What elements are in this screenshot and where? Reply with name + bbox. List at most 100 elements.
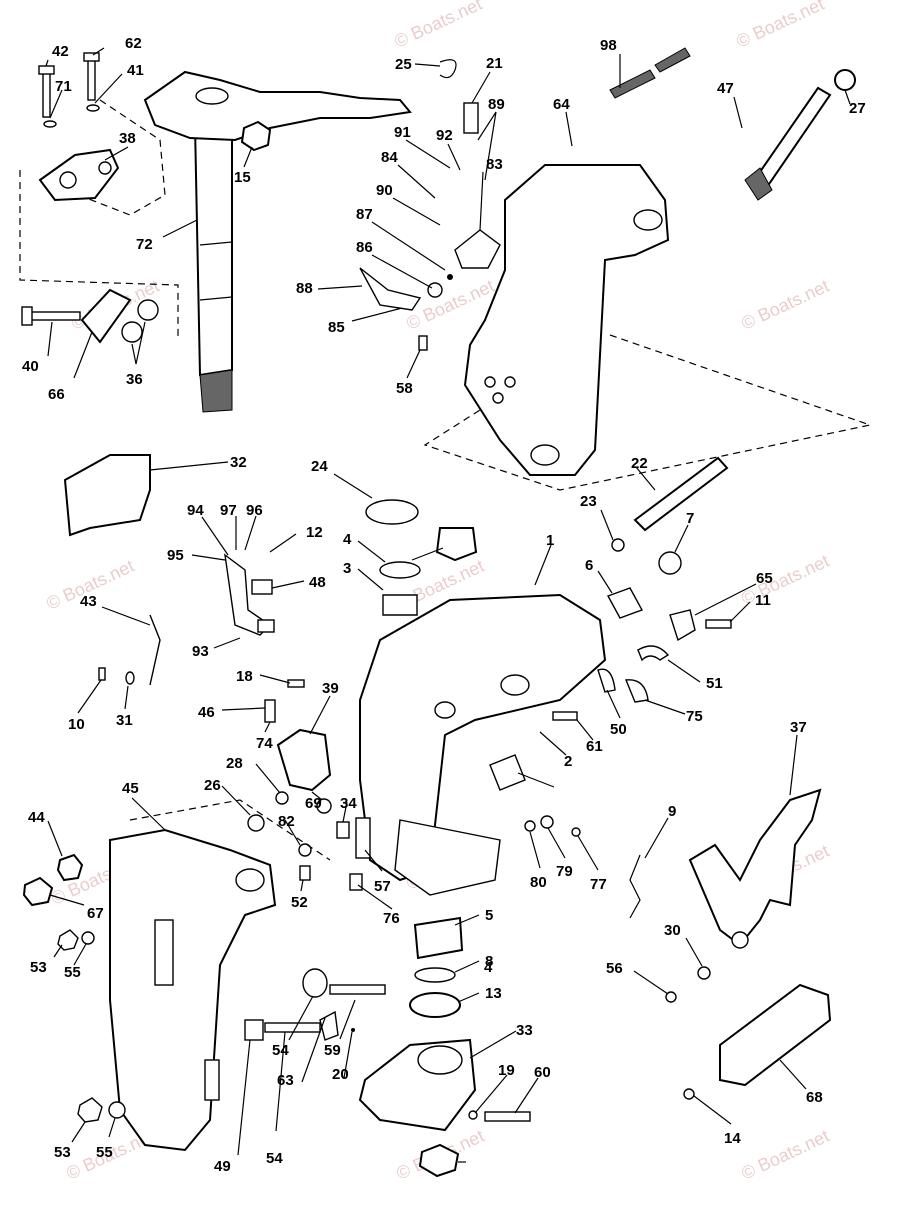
pad-part-54 <box>302 968 328 998</box>
nut-part-15 <box>240 120 272 152</box>
steering-arm-assembly <box>19 52 412 413</box>
plug-part-26 <box>247 814 265 832</box>
stern-bracket-assembly <box>63 454 732 896</box>
callout-label: 69 <box>305 795 322 812</box>
callout-label: 39 <box>322 680 339 697</box>
watermark: © Boats.net <box>738 276 832 334</box>
stern-bracket-part-1 <box>359 593 607 882</box>
callout-label: 93 <box>192 643 209 660</box>
callout-label: 55 <box>64 964 81 981</box>
callout-label: 44 <box>28 809 45 826</box>
washer-part-55b <box>108 1101 126 1119</box>
callout-label: 27 <box>849 100 866 117</box>
screw-part-61 <box>552 711 578 721</box>
callout-label: 3 <box>343 560 351 577</box>
pad-part-33 <box>719 983 832 1087</box>
switch-part-21 <box>463 102 479 134</box>
watermark: © Boats.net <box>738 1126 832 1184</box>
callout-label: 6 <box>585 557 593 574</box>
screw-part-77 <box>571 827 581 837</box>
callout-label: 75 <box>686 708 703 725</box>
callout-label: 72 <box>136 236 153 253</box>
callout-label: 45 <box>122 780 139 797</box>
pin-part-76 <box>349 873 363 891</box>
callout-label: 96 <box>246 502 263 519</box>
callout-label: 90 <box>376 182 393 199</box>
callout-label: 71 <box>55 78 72 95</box>
callout-label: 9 <box>668 803 676 820</box>
plate-part-66 <box>80 288 132 344</box>
callout-label: 20 <box>332 1066 349 1083</box>
callout-label: 40 <box>22 358 39 375</box>
callout-label: 11 <box>755 592 771 609</box>
callout-label: 89 <box>488 96 505 113</box>
callout-label: 61 <box>586 738 603 755</box>
clamp-block-part-38 <box>38 148 120 202</box>
screw-part-56 <box>665 991 677 1003</box>
callout-label: 95 <box>167 547 184 564</box>
pin-part-74 <box>264 699 276 723</box>
callout-label: 83 <box>486 156 503 173</box>
nut-part-44 <box>56 853 84 882</box>
callout-label: 4 <box>343 531 352 548</box>
spring-part-9 <box>629 854 641 919</box>
callout-label: 82 <box>278 813 295 830</box>
callout-label: 79 <box>556 863 573 880</box>
callout-label: 57 <box>374 878 391 895</box>
watermark: © Boats.net <box>733 0 827 52</box>
callout-label: 55 <box>96 1144 113 1161</box>
pin-part-80 <box>524 820 536 832</box>
callout-label: 10 <box>68 716 85 733</box>
clip-part-23 <box>611 538 625 552</box>
screw-part-49 <box>683 1088 695 1100</box>
bolt-part-40 <box>29 311 81 321</box>
bushing-part-5 <box>413 916 464 960</box>
bolt-part-62 <box>87 59 96 101</box>
callout-label: 49 <box>214 1158 231 1175</box>
callout-label: 37 <box>790 719 807 736</box>
spring-part-18 <box>287 679 305 688</box>
watermark: © Boats.net <box>738 551 832 609</box>
leader-lines <box>45 47 851 1163</box>
callout-label: 54 <box>266 1150 283 1167</box>
callout-label: 68 <box>806 1089 823 1106</box>
grease-symbol <box>435 527 478 562</box>
screw-part-11 <box>705 619 732 629</box>
spring-part-98 <box>609 69 656 99</box>
callout-label: 54 <box>272 1042 289 1059</box>
plate-part-60 <box>244 1019 264 1041</box>
callout-label: 28 <box>226 755 243 772</box>
bushing-part-75 <box>624 679 649 703</box>
callout-label: 32 <box>230 454 247 471</box>
link-part-43 <box>149 614 161 686</box>
bushing-part-50 <box>597 668 616 693</box>
callout-label: 58 <box>396 380 413 397</box>
callout-label: 1 <box>546 532 554 549</box>
callout-label: 7 <box>686 510 694 527</box>
callout-label: 51 <box>706 675 723 692</box>
washer-part-31 <box>125 671 135 685</box>
callout-label: 25 <box>395 56 412 73</box>
rod-part-57 <box>355 817 371 859</box>
screw-part-28 <box>275 791 289 805</box>
callout-label: 87 <box>356 206 373 223</box>
callout-label: 60 <box>534 1064 551 1081</box>
gasket-part-24 <box>365 499 419 525</box>
callout-label: 65 <box>756 570 773 587</box>
knob-part-67 <box>22 876 54 907</box>
callout-label: 50 <box>610 721 627 738</box>
callout-label: 31 <box>116 712 133 729</box>
bolt-part-59b <box>264 1022 321 1033</box>
callout-label: 63 <box>277 1072 294 1089</box>
callout-label: 85 <box>328 319 345 336</box>
callout-label: 14 <box>724 1130 741 1147</box>
lock-part-39 <box>276 728 332 792</box>
washer-part-55 <box>81 931 95 945</box>
callout-label: 64 <box>553 96 570 113</box>
callout-label: 80 <box>530 874 547 891</box>
callout-label: 67 <box>87 905 104 922</box>
callout-label: 98 <box>600 37 617 54</box>
bolt-part-59 <box>329 984 386 995</box>
callout-label: 18 <box>236 668 253 685</box>
bolt-part-42 <box>42 71 51 118</box>
